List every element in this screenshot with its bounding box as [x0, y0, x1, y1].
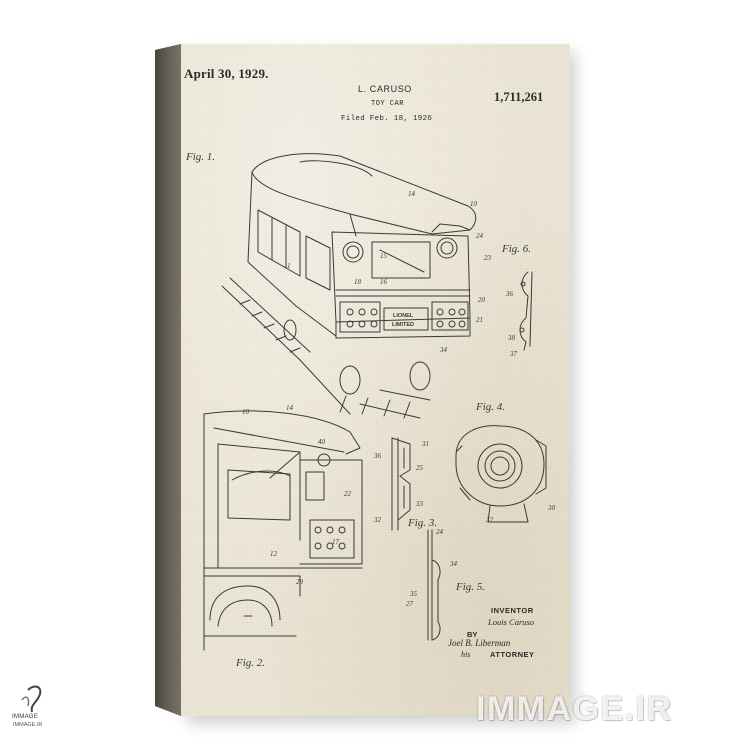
svg-text:30: 30: [547, 504, 556, 512]
svg-text:38: 38: [507, 334, 516, 342]
svg-text:33: 33: [415, 500, 424, 508]
fig4-headlight-drawing: [455, 425, 547, 523]
fig2-label: Fig. 2.: [235, 657, 265, 669]
svg-text:27: 27: [406, 600, 414, 608]
svg-text:14: 14: [286, 404, 294, 412]
plate-limited: LIMITED: [392, 322, 414, 328]
svg-text:36: 36: [373, 452, 382, 460]
watermark-text: IMMAGE.IR: [476, 690, 673, 728]
svg-text:12: 12: [270, 550, 278, 558]
patent-date: April 30, 1929.: [184, 66, 269, 81]
svg-text:24: 24: [476, 232, 484, 240]
patent-title: TOY CAR: [371, 100, 404, 108]
svg-text:18: 18: [354, 278, 362, 286]
logo-subtext: IMMAGE.IR: [13, 722, 43, 728]
fig6-label: Fig. 6.: [501, 243, 531, 255]
svg-text:22: 22: [344, 490, 352, 498]
svg-text:15: 15: [380, 252, 388, 260]
fig3-drawing: [391, 437, 411, 531]
svg-text:34: 34: [439, 346, 448, 354]
patent-sheet: [181, 44, 570, 716]
fig5-drawing: [427, 529, 441, 641]
svg-text:11: 11: [284, 262, 290, 270]
svg-text:29: 29: [296, 578, 304, 586]
fig2-drawing: [203, 410, 363, 651]
attorney-signature: Joel B. Liberman: [448, 638, 511, 648]
fig1-toy-car-drawing: [221, 153, 477, 419]
svg-text:32: 32: [485, 516, 494, 524]
attorney-label: ATTORNEY: [490, 650, 535, 659]
svg-text:21: 21: [476, 316, 483, 324]
svg-text:24: 24: [436, 528, 444, 536]
svg-text:16: 16: [380, 278, 388, 286]
svg-text:25: 25: [416, 464, 424, 472]
fig6-drawing: [519, 271, 533, 351]
his-label: his: [461, 650, 471, 659]
svg-text:17: 17: [332, 538, 340, 546]
svg-text:32: 32: [373, 516, 382, 524]
patent-number: 1,711,261: [494, 90, 544, 104]
plate-lionel: LIONEL: [393, 313, 414, 319]
by-label: BY: [467, 630, 478, 639]
fig1-label: Fig. 1.: [185, 151, 215, 163]
svg-text:40: 40: [318, 438, 326, 446]
logo-text: IMMAGE: [12, 714, 39, 720]
svg-text:34: 34: [449, 560, 458, 568]
svg-text:31: 31: [421, 440, 429, 448]
svg-text:35: 35: [409, 590, 418, 598]
fig3-label: Fig. 3.: [407, 517, 437, 529]
svg-text:10: 10: [470, 200, 478, 208]
inventor-label: INVENTOR: [491, 606, 534, 615]
reference-numerals: 10 14 24 23 20 21 34 15 16 18 11 10 14 4…: [242, 190, 556, 608]
svg-text:37: 37: [509, 350, 518, 358]
svg-text:23: 23: [484, 254, 492, 262]
fig4-label: Fig. 4.: [475, 401, 505, 413]
svg-text:20: 20: [478, 296, 486, 304]
svg-text:14: 14: [408, 190, 416, 198]
svg-text:10: 10: [242, 408, 250, 416]
patent-inventor-header: L. CARUSO: [358, 84, 412, 94]
inventor-name: Louis Caruso: [488, 617, 535, 627]
fig5-label: Fig. 5.: [455, 581, 485, 593]
patent-filed-date: Filed Feb. 18, 1926: [341, 115, 433, 123]
svg-text:36: 36: [505, 290, 514, 298]
